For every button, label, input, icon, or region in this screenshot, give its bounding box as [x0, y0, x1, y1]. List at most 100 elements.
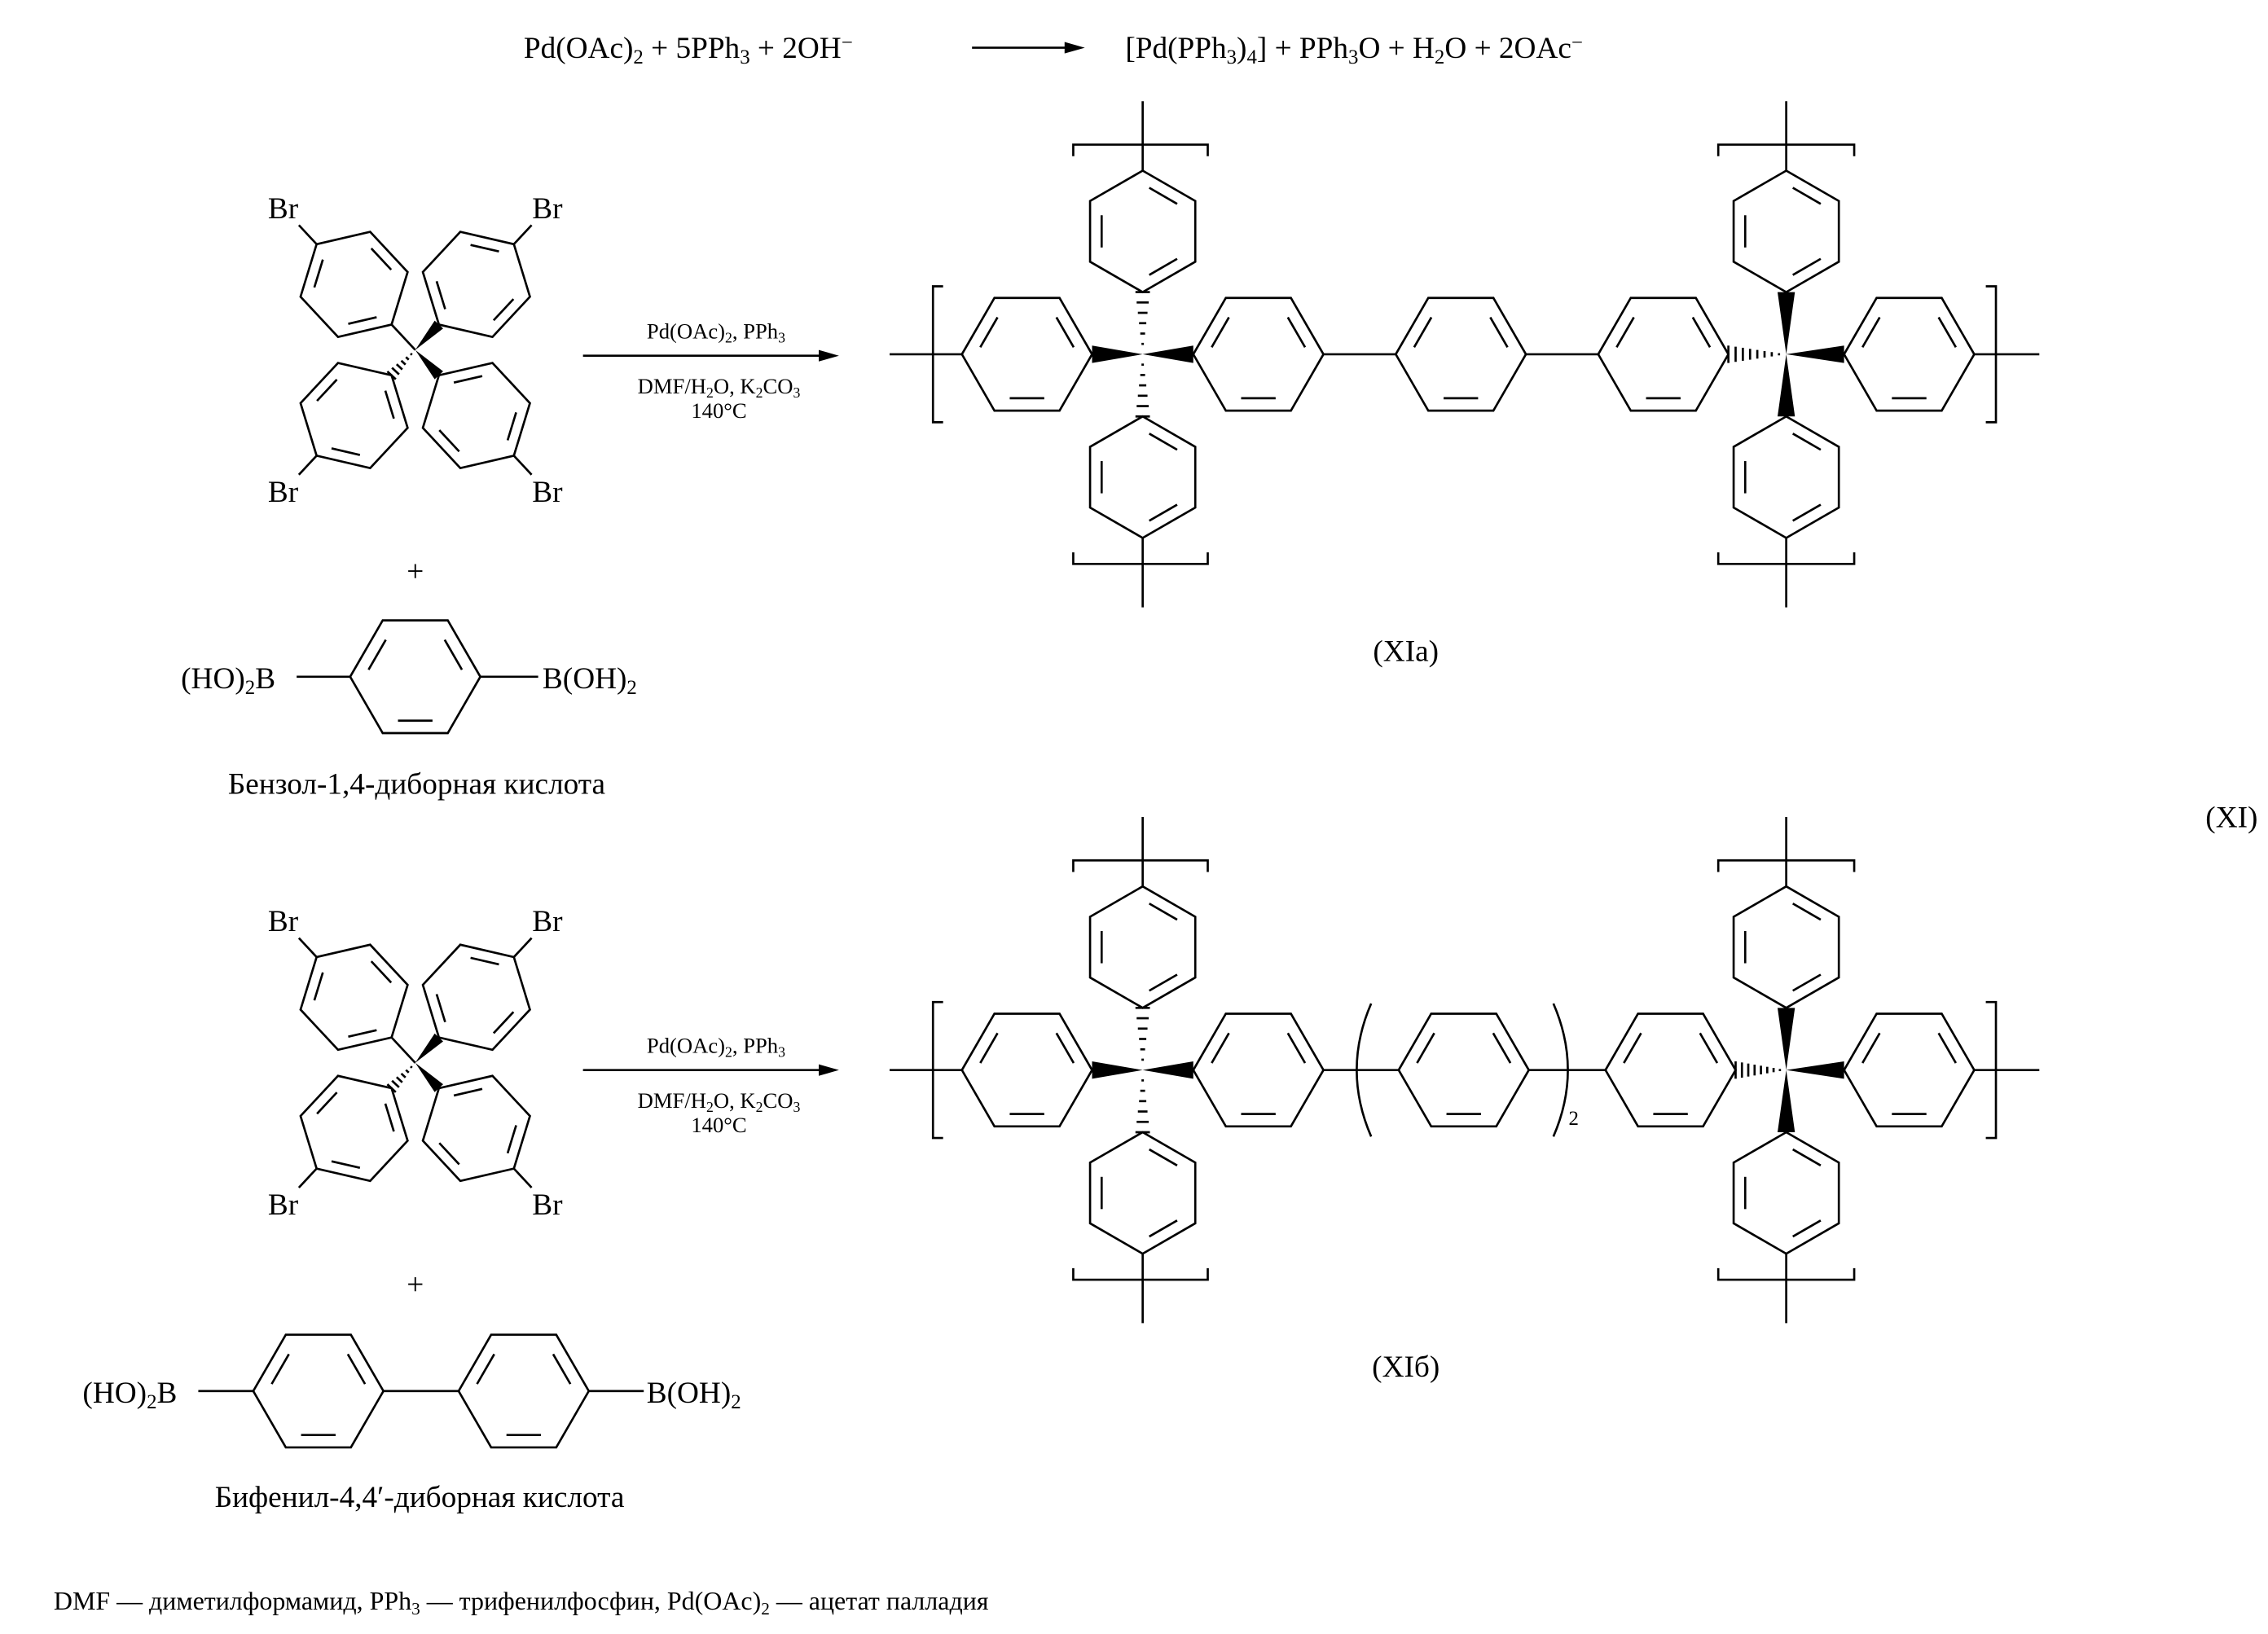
double-bond-inner: [552, 1353, 572, 1385]
double-bond-inner: [979, 1032, 999, 1064]
text-segment: B(OH): [543, 662, 627, 696]
single-bond: [512, 455, 533, 476]
wedge-bond: [1786, 345, 1844, 363]
hash-line: [405, 356, 410, 361]
subscript: 2: [706, 1099, 714, 1115]
hash-line: [410, 353, 413, 356]
subscript: 2: [756, 1099, 763, 1115]
product-label: (XIб): [1372, 1351, 1439, 1384]
bromophenyl-ring: [421, 943, 532, 1052]
pendant-phenyl-ring: [1732, 885, 1840, 1009]
subscript: 2: [725, 329, 732, 345]
crosslink-bracket: [1072, 859, 1209, 872]
text-segment: CO: [763, 374, 793, 398]
conditions-solvent-base: DMF/H2O, K2CO3: [638, 1088, 801, 1115]
subscript: 3: [1227, 46, 1237, 68]
hash-line: [395, 1076, 403, 1083]
double-bond-inner: [470, 956, 499, 966]
double-bond-inner: [1792, 257, 1822, 276]
double-bond-inner: [438, 429, 460, 453]
subscript: 2: [731, 1391, 741, 1413]
boronic-acid-right-group: B(OH)2: [647, 1377, 741, 1413]
wedge-bond: [415, 1033, 443, 1063]
double-bond-inner: [1149, 903, 1178, 921]
reagent-name: Бифенил-4,4′-диборная кислота: [215, 1481, 625, 1514]
text-segment: Pd(OAc): [524, 32, 634, 65]
text-segment: DMF/H: [638, 374, 706, 398]
double-bond-inner: [313, 972, 324, 1001]
bromine-label: Br: [532, 905, 563, 938]
double-bond-inner: [1413, 316, 1433, 348]
wedge-bond: [1092, 345, 1143, 363]
arrow-head: [819, 1064, 839, 1076]
pendant-phenyl-ring: [1088, 1131, 1197, 1255]
crosslink-bracket: [1716, 552, 1856, 565]
text-segment: O, K: [714, 374, 756, 398]
double-bond-inner: [367, 639, 387, 670]
double-bond-inner: [1792, 187, 1822, 205]
text-segment: (HO): [181, 662, 245, 696]
conditions-catalyst: Pd(OAc)2, PPh3: [647, 1033, 785, 1060]
hash-line: [391, 1079, 400, 1088]
ring-outline: [1088, 169, 1197, 294]
double-bond-inner: [348, 1029, 377, 1039]
double-bond-inner: [370, 960, 393, 984]
ring-outline: [1597, 296, 1730, 412]
ring-outline: [1732, 169, 1840, 294]
hashed-wedge-bond: [1135, 1006, 1150, 1061]
subscript: 3: [793, 1099, 800, 1115]
double-bond-inner: [1937, 316, 1957, 348]
bromine-label: Br: [268, 476, 299, 509]
single-bond: [297, 224, 318, 245]
hashed-wedge-bond: [1135, 1079, 1150, 1134]
subscript: 2: [761, 1599, 770, 1619]
subscript: 4: [1246, 46, 1257, 68]
reaction-arrow: [582, 1064, 839, 1076]
subscript: 2: [706, 384, 714, 401]
benzene-ring: [457, 1333, 591, 1449]
single-bond: [512, 1167, 533, 1188]
bromine-label: Br: [268, 905, 299, 938]
wedge-bond: [415, 320, 443, 350]
equation-right: [Pd(PPh3)4] + PPh3O + H2O + 2OAc−: [1125, 32, 1583, 68]
double-bond-inner: [476, 1353, 495, 1385]
ring-outline: [1843, 1012, 1976, 1128]
subscript: 2: [756, 384, 763, 401]
double-bond-inner: [1055, 1032, 1075, 1064]
ring-outline: [349, 619, 482, 735]
double-bond-inner: [1492, 1032, 1512, 1064]
double-bond-inner: [1792, 433, 1822, 451]
ring-outline: [1088, 1131, 1197, 1255]
crosslink-bracket: [1072, 552, 1209, 565]
benzene-ring: [960, 1012, 1094, 1128]
hashed-wedge-bond: [1734, 1061, 1782, 1079]
benzene-ring: [349, 619, 482, 735]
wedge-bond: [415, 349, 443, 380]
subscript: 3: [793, 384, 800, 401]
pendant-phenyl-ring: [1732, 169, 1840, 294]
text-segment: O + H: [1358, 32, 1434, 65]
bromine-label: Br: [532, 476, 563, 509]
double-bond-inner: [506, 1125, 517, 1154]
wedge-bond: [1777, 1070, 1796, 1132]
repeat-unit-bracket-right: [1985, 285, 1998, 424]
double-bond-inner: [1211, 316, 1230, 348]
ring-outline: [1843, 296, 1976, 412]
text-segment: — трифенилфосфин, Pd(OAc): [420, 1587, 761, 1615]
subscript: 3: [778, 1043, 785, 1060]
text-segment: O, K: [714, 1088, 756, 1113]
ring-outline: [1192, 1012, 1325, 1128]
wedge-bond: [1777, 354, 1796, 417]
single-bond: [512, 937, 533, 958]
superscript: −: [842, 32, 853, 54]
crosslink-bracket: [1072, 1267, 1209, 1281]
double-bond-inner: [331, 1160, 361, 1170]
double-bond-inner: [1149, 503, 1178, 522]
double-bond-inner: [1055, 316, 1075, 348]
subscript: 3: [411, 1599, 420, 1619]
double-bond-inner: [1149, 433, 1178, 451]
ring-outline: [1732, 1131, 1840, 1255]
ring-outline: [421, 362, 532, 470]
wedge-bond: [1786, 1061, 1844, 1079]
bracket: [1985, 285, 1998, 424]
